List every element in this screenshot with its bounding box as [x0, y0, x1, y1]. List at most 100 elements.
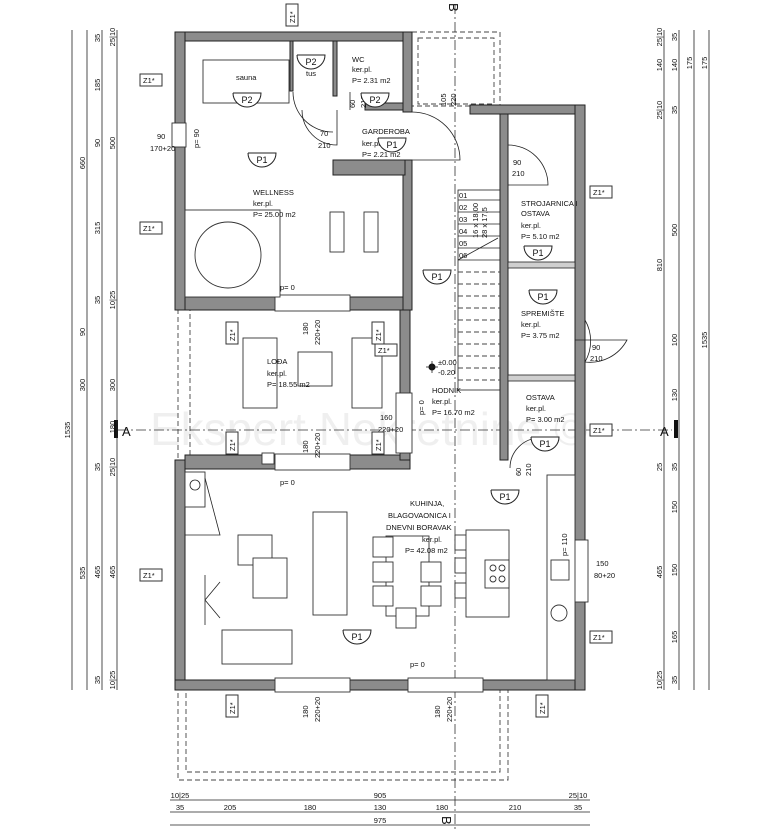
- walls: [174, 31, 586, 691]
- svg-text:P1: P1: [537, 292, 548, 302]
- dimension-label: 500: [670, 224, 679, 237]
- wall-tag-z1: Z1*: [285, 3, 299, 27]
- svg-text:P1: P1: [351, 632, 362, 642]
- svg-text:Z1*: Z1*: [288, 11, 297, 23]
- svg-text:P= 3.00 m2: P= 3.00 m2: [526, 415, 565, 424]
- floor-finish-symbol: P2: [360, 92, 390, 108]
- svg-text:SPREMIŠTE: SPREMIŠTE: [521, 309, 564, 318]
- svg-text:210: 210: [524, 463, 533, 476]
- svg-text:220+20: 220+20: [313, 320, 322, 345]
- svg-text:STROJARNICA I: STROJARNICA I: [521, 199, 578, 208]
- stair-step-numbers: 01 02 03 04 05 06: [459, 191, 467, 260]
- svg-text:ker.pl.: ker.pl.: [432, 397, 452, 406]
- dimension-label: 905: [374, 791, 387, 800]
- svg-text:LOĐA: LOĐA: [267, 357, 287, 366]
- svg-text:P= 3.75 m2: P= 3.75 m2: [521, 331, 560, 340]
- floor-finish-symbol: P1: [247, 152, 277, 168]
- wall-tag-z1: Z1*: [589, 630, 613, 644]
- svg-text:P1: P1: [386, 140, 397, 150]
- svg-text:P1: P1: [539, 439, 550, 449]
- svg-text:P= 2.31 m2: P= 2.31 m2: [352, 76, 391, 85]
- svg-text:06: 06: [459, 251, 467, 260]
- svg-text:105: 105: [439, 93, 448, 106]
- dimension-label: 175: [685, 57, 694, 70]
- dimension-label: 35: [574, 803, 582, 812]
- svg-text:60: 60: [514, 468, 523, 476]
- svg-text:ker.pl.: ker.pl.: [267, 369, 287, 378]
- dimension-label: 90: [78, 328, 87, 336]
- elevation-marker: ±0.00 -0.20: [426, 358, 457, 377]
- svg-text:P= 16.70 m2: P= 16.70 m2: [432, 408, 475, 417]
- svg-text:Z1*: Z1*: [378, 346, 390, 355]
- dimension-label: 1535: [700, 332, 709, 349]
- stair-spec: 16 x 18,00: [471, 203, 480, 238]
- svg-text:P2: P2: [305, 57, 316, 67]
- dimension-label: 10|25: [171, 791, 190, 800]
- dimension-lines: [71, 30, 710, 826]
- dimension-label: 25|10: [569, 791, 588, 800]
- dimension-label: 315: [93, 222, 102, 235]
- svg-text:Z1*: Z1*: [593, 188, 605, 197]
- dimension-label: 300: [108, 379, 117, 392]
- svg-text:Z1*: Z1*: [228, 439, 237, 451]
- svg-text:90: 90: [592, 343, 600, 352]
- svg-text:P= 25.00 m2: P= 25.00 m2: [253, 210, 296, 219]
- dimension-label: 535: [78, 567, 87, 580]
- svg-text:P2: P2: [369, 95, 380, 105]
- opening-annotations: 90 170+20 p= 90 70 210 60 210 105 220 90…: [150, 93, 615, 722]
- svg-text:p= 110: p= 110: [560, 533, 569, 556]
- svg-text:Z1*: Z1*: [143, 224, 155, 233]
- dimension-label: 10|25: [655, 671, 664, 690]
- floor-finish-symbol: P1: [422, 269, 452, 285]
- floor-finish-symbol: P1: [528, 289, 558, 305]
- dimension-label: 210: [509, 803, 522, 812]
- svg-text:Z1*: Z1*: [374, 439, 383, 451]
- dimension-label: 150: [670, 501, 679, 514]
- svg-text:p= 0: p= 0: [280, 478, 295, 487]
- svg-text:WELLNESS: WELLNESS: [253, 188, 294, 197]
- dimension-label: 140: [670, 59, 679, 72]
- floor-finish-symbol: P1: [342, 629, 372, 645]
- dimension-label: 25|10: [108, 458, 117, 477]
- staircase[interactable]: [457, 189, 501, 391]
- dimension-label: 1535: [63, 422, 72, 439]
- dimension-label: 25|10: [655, 28, 664, 47]
- svg-text:KUHINJA,: KUHINJA,: [410, 499, 444, 508]
- svg-text:220+20: 220+20: [313, 697, 322, 722]
- svg-text:Z1*: Z1*: [143, 76, 155, 85]
- dimension-label: 975: [374, 816, 387, 825]
- svg-text:90: 90: [157, 132, 165, 141]
- svg-text:180: 180: [301, 322, 310, 335]
- floor-finish-symbol: P1: [377, 137, 407, 153]
- svg-text:210: 210: [318, 141, 331, 150]
- svg-text:03: 03: [459, 215, 467, 224]
- wall-type-tags: Z1*Z1*Z1*Z1*Z1*Z1*Z1*Z1*Z1*Z1*Z1*Z1*Z1*Z…: [139, 3, 613, 718]
- wall-tag-z1: Z1*: [589, 423, 613, 437]
- svg-text:P1: P1: [256, 155, 267, 165]
- dimension-label: 35: [670, 33, 679, 41]
- dimension-label: 35: [670, 676, 679, 684]
- svg-text:180: 180: [301, 440, 310, 453]
- room-kuhinja: KUHINJA, BLAGOVAONICA I DNEVNI BORAVAK k…: [386, 499, 452, 555]
- wall-tag-z1: Z1*: [589, 185, 613, 199]
- room-hodnik: HODNIK ker.pl. P= 16.70 m2: [432, 386, 475, 417]
- doors: [292, 91, 628, 469]
- dimension-label: 25|10: [655, 101, 664, 120]
- svg-text:160: 160: [380, 413, 393, 422]
- dimension-label: 150: [670, 564, 679, 577]
- svg-text:Z1*: Z1*: [143, 571, 155, 580]
- dimension-label: 35: [176, 803, 184, 812]
- svg-text:±0.00: ±0.00: [438, 358, 457, 367]
- dimension-label: 10|25: [108, 671, 117, 690]
- room-spremiste: SPREMIŠTE ker.pl. P= 3.75 m2: [521, 309, 564, 340]
- floor-finish-symbol: P1: [490, 489, 520, 505]
- dimension-label: 465: [655, 566, 664, 579]
- svg-text:P1: P1: [499, 492, 510, 502]
- svg-text:ker.pl.: ker.pl.: [352, 65, 372, 74]
- svg-text:p= 90: p= 90: [192, 129, 201, 148]
- dimension-label: 465: [108, 566, 117, 579]
- dimension-label: 130: [374, 803, 387, 812]
- wall-tag-z1: Z1*: [225, 431, 239, 455]
- dimension-label: 90: [93, 139, 102, 147]
- room-strojarnica: STROJARNICA I OSTAVA ker.pl. P= 5.10 m2: [521, 199, 578, 241]
